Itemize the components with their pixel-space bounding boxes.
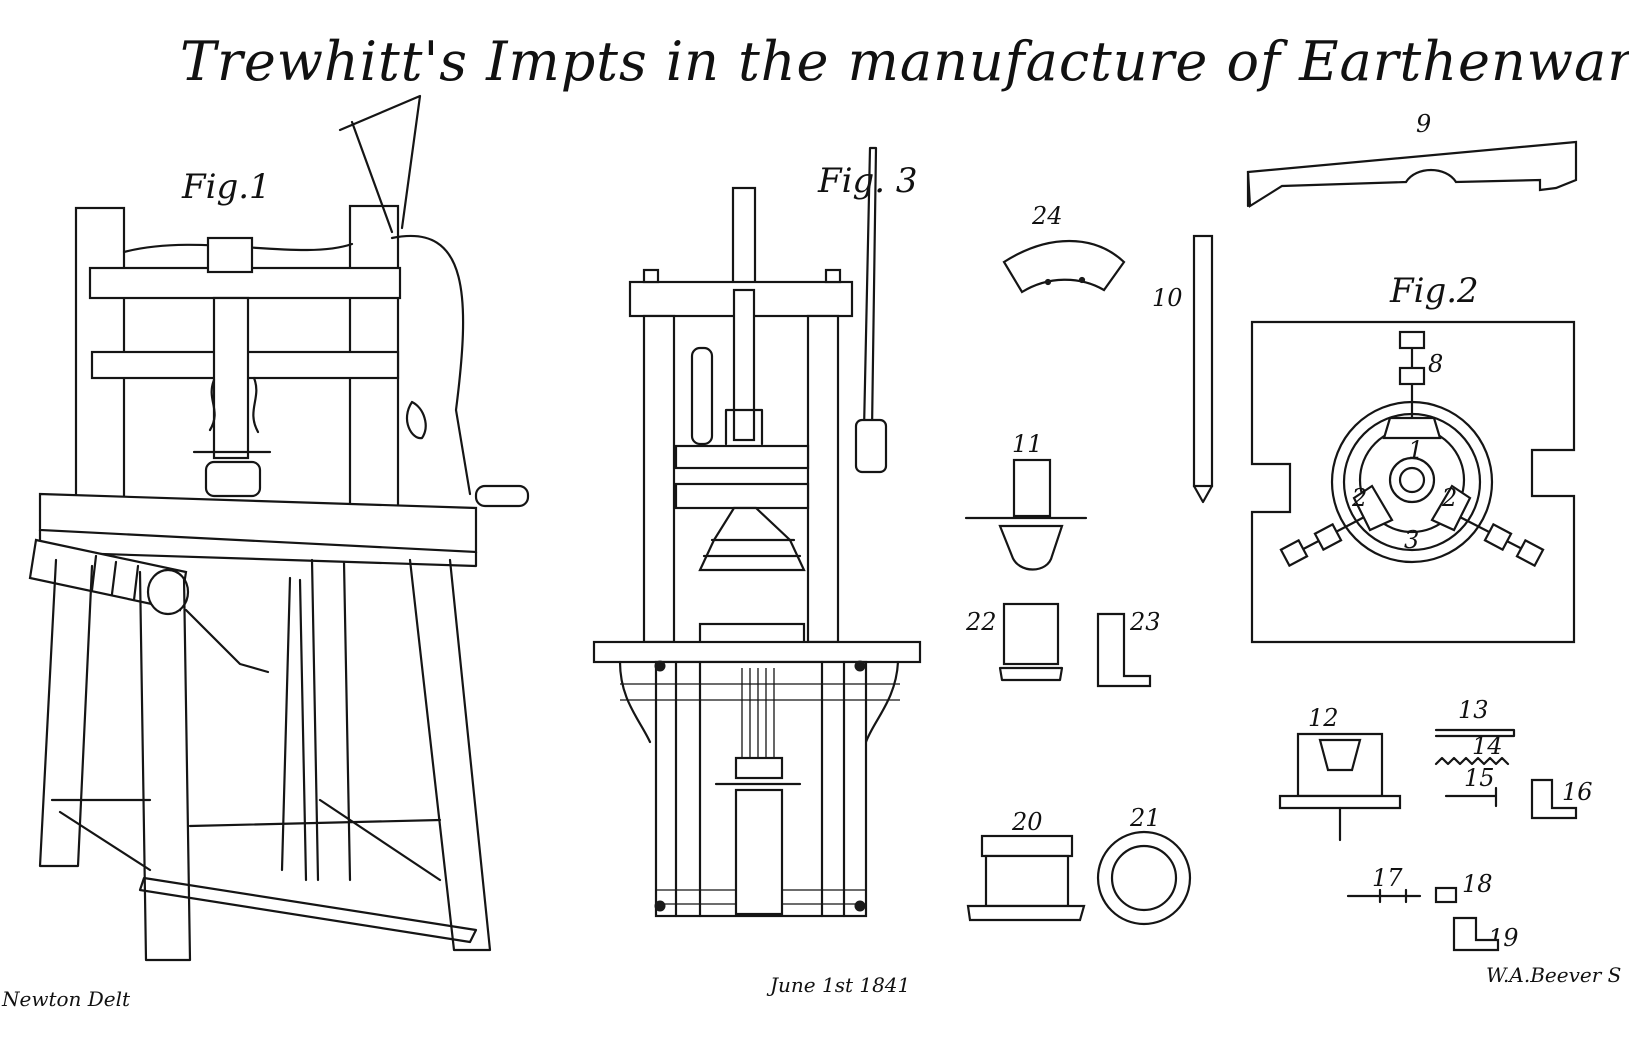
part-24: 24 — [1002, 202, 1126, 294]
part-21-label: 21 — [1129, 804, 1161, 832]
part-18: 18 — [1434, 870, 1493, 904]
part-9-label: 9 — [1416, 110, 1431, 138]
part-15-label: 15 — [1464, 764, 1495, 792]
fig2-plan: Fig.2 1 2 2 3 8 — [1250, 271, 1576, 644]
part-17: 17 — [1346, 864, 1422, 904]
plate-title: Trewhitt's Impts in the manufacture of E… — [180, 30, 1629, 93]
fig1-press: Fig.1 — [28, 94, 530, 962]
part-12-label: 12 — [1308, 704, 1339, 732]
part-11: 11 — [964, 430, 1088, 571]
part-9: 9 — [1246, 110, 1578, 208]
part-11-label: 11 — [1012, 430, 1043, 458]
fig3-label: Fig. 3 — [817, 161, 917, 201]
fig2-number-1: 1 — [1408, 436, 1423, 464]
part-10-label: 10 — [1152, 284, 1183, 312]
fig3-press: Fig. 3 — [592, 146, 922, 918]
part-20: 20 — [966, 808, 1086, 922]
part-15: 15 — [1444, 764, 1498, 808]
part-13-label: 13 — [1458, 696, 1489, 724]
part-22: 22 — [965, 602, 1064, 682]
fig2-number-2a: 2 — [1351, 484, 1367, 512]
fig1-label: Fig.1 — [181, 167, 271, 207]
fig2-label: Fig.2 — [1389, 271, 1479, 311]
part-24-label: 24 — [1031, 202, 1063, 230]
fig2-number-8: 8 — [1428, 350, 1443, 378]
part-19: 19 — [1452, 916, 1519, 952]
part-12: 12 — [1278, 704, 1402, 842]
part-20-label: 20 — [1011, 808, 1043, 836]
part-18-label: 18 — [1462, 870, 1493, 898]
credit-date: June 1st 1841 — [766, 973, 910, 997]
part-14: 14 — [1434, 732, 1510, 766]
part-14-label: 14 — [1472, 732, 1503, 760]
part-17-label: 17 — [1372, 864, 1403, 892]
part-23-label: 23 — [1129, 608, 1161, 636]
part-21: 21 — [1096, 804, 1192, 926]
part-13: 13 — [1434, 696, 1516, 738]
fig2-number-3: 3 — [1404, 526, 1419, 554]
part-16: 16 — [1530, 778, 1593, 820]
part-23: 23 — [1096, 608, 1161, 688]
part-10: 10 — [1152, 234, 1214, 504]
fig2-number-2b: 2 — [1441, 484, 1457, 512]
credit-draughtsman: Newton Delt — [1, 987, 131, 1011]
part-22-label: 22 — [965, 608, 997, 636]
credit-engraver: W.A.Beever S — [1486, 963, 1621, 987]
part-16-label: 16 — [1562, 778, 1593, 806]
